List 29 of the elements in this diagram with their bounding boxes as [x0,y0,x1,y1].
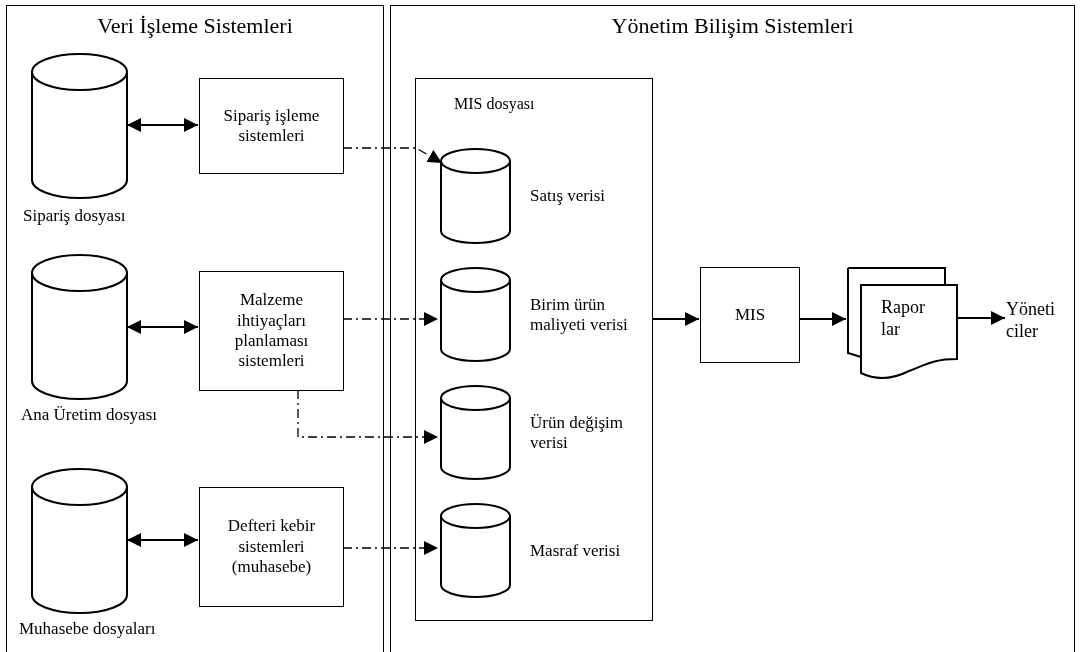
data-store-label: Masraf verisi [530,540,621,562]
arrow [126,118,199,132]
panel-title: Yönetim Bilişim Sistemleri [610,14,855,39]
process-box: Defteri kebir sistemleri (muhasebe) [199,487,344,607]
arrow [798,312,847,326]
arrow [342,541,439,555]
arrow [957,311,1006,325]
file-label: Sipariş dosyası [23,206,126,226]
recipient-label: Yöneti ciler [1006,299,1056,343]
document-label: Rapor lar [881,297,926,341]
arrow [651,312,700,326]
arrow [126,533,199,547]
group-title: MIS dosyası [454,95,535,113]
data-store-label: Satış verisi [530,186,606,207]
file-label: Muhasebe dosyaları [19,619,156,639]
process-box: Sipariş işleme sistemleri [199,78,344,174]
data-store-label: Ürün değişim verisi [530,412,625,454]
panel-title: Veri İşleme Sistemleri [96,14,294,39]
arrow [342,312,439,326]
arrow [297,389,439,444]
file-label: Ana Üretim dosyası [21,405,157,425]
group-panel [390,5,1075,652]
process-box: Malzeme ihtiyaçları planlaması sistemleri [199,271,344,391]
process-box: MIS [700,267,800,363]
data-store-label: Birim ürün maliyeti verisi [530,294,629,336]
group-panel [6,5,384,652]
arrow [126,320,199,334]
file-group-box [415,78,653,621]
arrow [342,147,443,164]
